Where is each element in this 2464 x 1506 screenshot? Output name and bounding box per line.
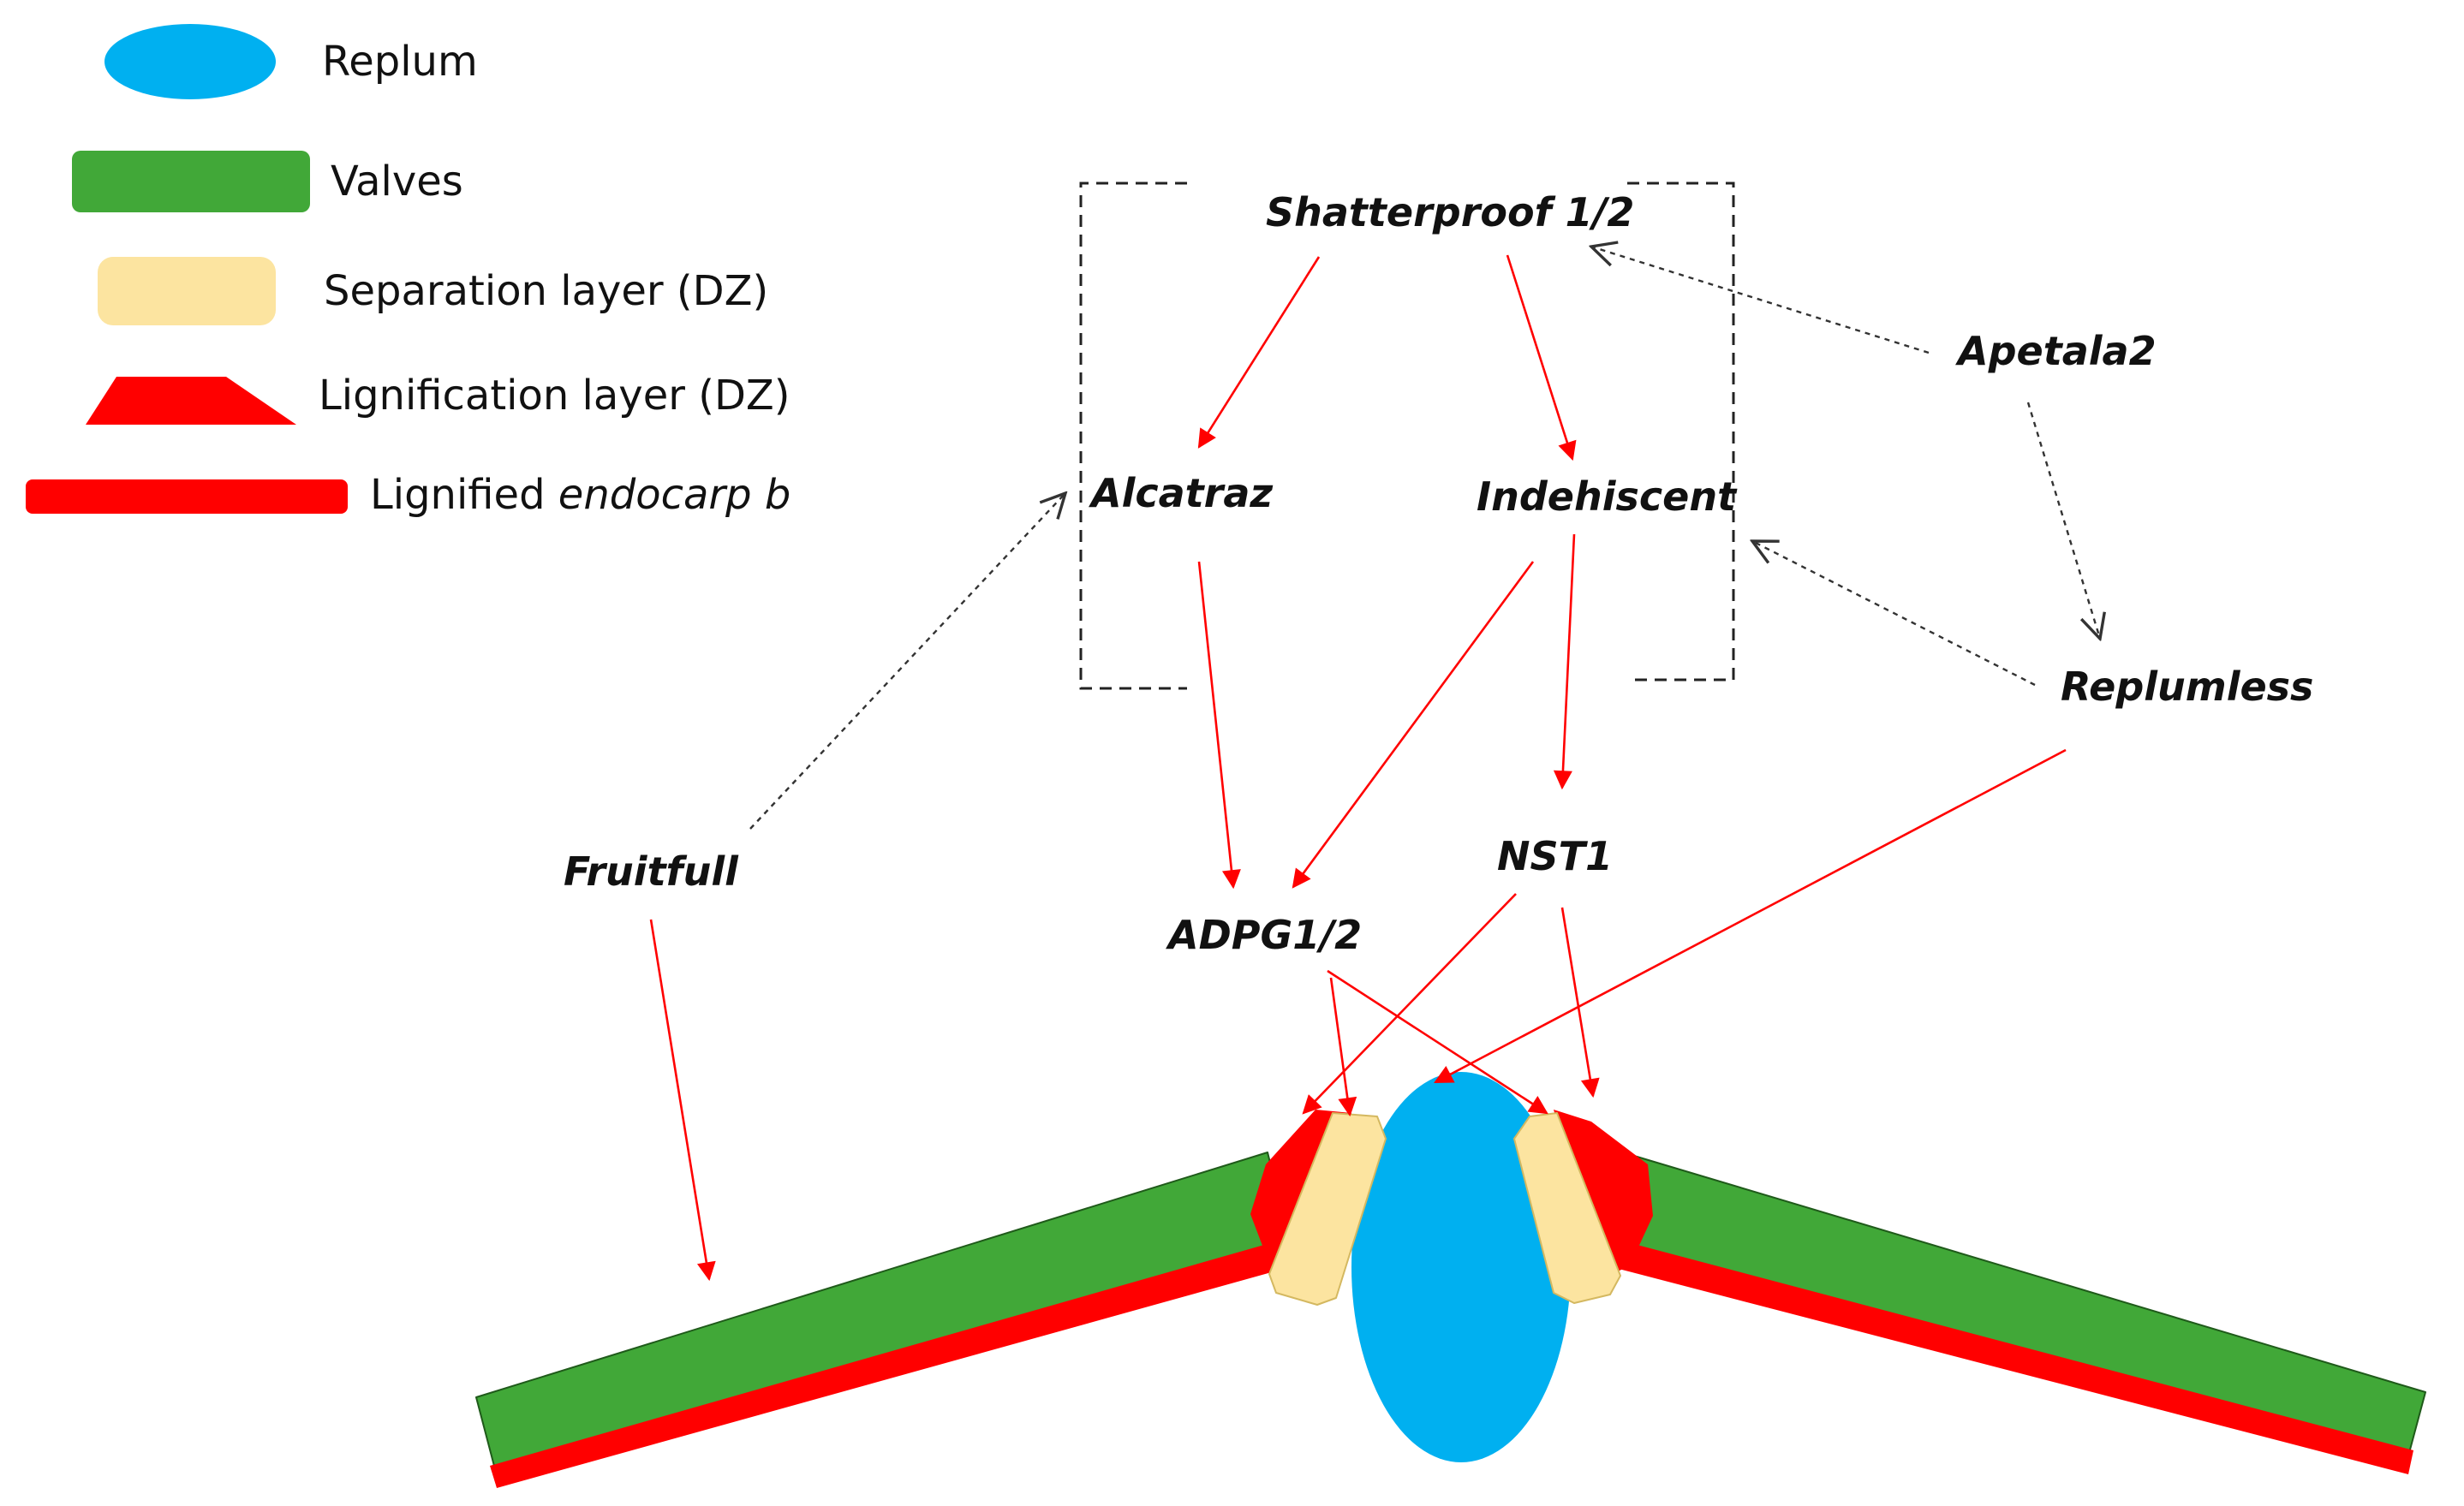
- interaction-arrows: [749, 247, 2100, 830]
- gene-adpg: ADPG1/2: [1166, 912, 1362, 958]
- arrow-fruitfull-to-module: [749, 493, 1065, 830]
- right-valve: [1618, 1155, 2426, 1463]
- arrow-shp-to-alcatraz: [1197, 256, 1321, 449]
- legend-replum-label: Replum: [322, 38, 478, 86]
- arrow-adpg-to-left-separation: [1329, 977, 1357, 1117]
- regulatory-module-bracket: [1079, 182, 1735, 690]
- arrow-adpg-to-right-separation: [1327, 969, 1548, 1115]
- arrow-nst1-to-left-lignification: [1302, 893, 1517, 1115]
- gene-indehiscent: Indehiscent: [1477, 473, 1738, 520]
- legend-endocarp-swatch: [26, 479, 348, 514]
- right-lignification-layer: [1554, 1110, 1653, 1281]
- gene-apetala2: Apetala2: [1955, 328, 2157, 374]
- legend-separation-label: Separation layer (DZ): [324, 267, 768, 315]
- right-bracket: [1627, 182, 1735, 682]
- legend-valves-swatch: [72, 151, 310, 212]
- arrow-indehiscent-to-nst1: [1553, 533, 1576, 790]
- left-valve: [475, 1152, 1291, 1470]
- legend: Replum Valves Separation layer (DZ) Lign…: [26, 24, 791, 519]
- left-endocarp: [490, 1241, 1290, 1488]
- legend-valves-label: Valves: [331, 158, 463, 205]
- arrow-fruitfull-to-valve: [649, 919, 716, 1282]
- arrow-nst1-to-right-lignification: [1560, 907, 1600, 1098]
- legend-replum-swatch: [104, 24, 276, 99]
- gene-fruitfull: Fruitfull: [564, 848, 739, 895]
- arrow-apetala2-to-shatterproof: [1591, 247, 1930, 354]
- gene-nst1: NST1: [1497, 833, 1613, 879]
- gene-shatterproof: Shatterproof 1/2: [1266, 189, 1634, 235]
- arrow-replumless-to-replum: [1434, 748, 2067, 1084]
- right-separation-layer: [1513, 1112, 1621, 1304]
- fruit-cross-section: [475, 1072, 2426, 1488]
- arrow-shp-to-indehiscent: [1506, 254, 1577, 461]
- right-endocarp: [1619, 1243, 2413, 1474]
- gene-replumless: Replumless: [2061, 664, 2313, 710]
- arrow-indehiscent-to-adpg: [1292, 561, 1535, 889]
- replum: [1351, 1072, 1571, 1462]
- gene-alcatraz: Alcatraz: [1089, 470, 1273, 516]
- legend-lignification-label: Lignification layer (DZ): [319, 372, 791, 420]
- arrow-replumless-to-module: [1752, 541, 2036, 687]
- arrow-apetala2-to-replumless: [2026, 402, 2100, 639]
- arrow-alcatraz-to-adpg: [1197, 561, 1241, 890]
- legend-separation-swatch: [98, 257, 276, 325]
- left-separation-layer: [1268, 1112, 1387, 1306]
- activation-arrows: [649, 254, 2067, 1282]
- legend-lignification-swatch: [86, 377, 296, 425]
- left-bracket: [1079, 182, 1187, 690]
- legend-endocarp-label: Lignified endocarp b: [370, 471, 791, 519]
- gene-labels: Shatterproof 1/2 Apetala2 Alcatraz Indeh…: [564, 189, 2313, 958]
